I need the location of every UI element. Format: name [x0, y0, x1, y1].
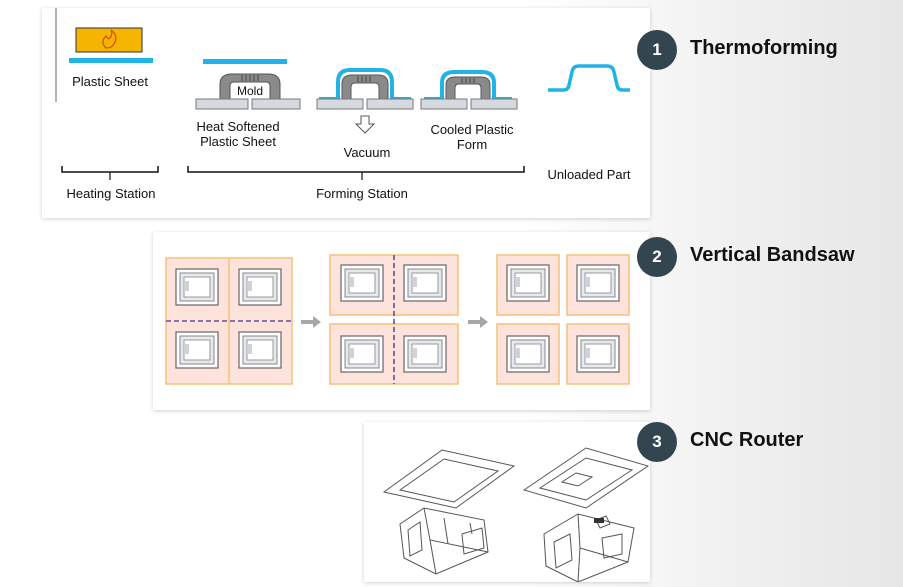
step-1-title: Thermoforming [690, 37, 838, 59]
half-cut-sheet [329, 254, 459, 385]
router-label-block [594, 518, 604, 523]
bandsaw-diagram [165, 254, 630, 385]
arrow-right-icon [468, 316, 488, 328]
cooled-form-icon [420, 70, 518, 110]
step-2-title: Vertical Bandsaw [690, 244, 855, 266]
cooled-plastic-label-2: Form [457, 137, 487, 152]
plastic-sheet-icon [69, 58, 153, 63]
step-2-badge: 2 [637, 237, 677, 277]
vacuum-label: Vacuum [344, 145, 391, 160]
cnc-router-panel [364, 422, 650, 583]
unloaded-part-label: Unloaded Part [547, 167, 630, 182]
thermoforming-diagram: Plastic Sheet Mold Heat Softened Plastic… [55, 8, 631, 201]
heat-softened-label-2: Plastic Sheet [200, 134, 276, 149]
step-3-badge: 3 [637, 422, 677, 462]
forming-station-bracket [187, 166, 525, 180]
heating-station-bracket [61, 166, 159, 180]
thermoforming-panel: Plastic Sheet Mold Heat Softened Plastic… [42, 8, 650, 218]
cooled-plastic-label-1: Cooled Plastic [430, 122, 514, 137]
bandsaw-panel [153, 232, 650, 410]
unloaded-part-icon [548, 64, 630, 92]
uncut-sheet [165, 257, 293, 385]
softened-sheet-icon [203, 59, 287, 64]
vacuum-mold-icon [316, 68, 414, 110]
separated-parts [496, 254, 630, 385]
step-3-title: CNC Router [690, 429, 804, 451]
step-1-badge: 1 [637, 30, 677, 70]
cnc-router-sketch [382, 447, 650, 583]
plastic-sheet-label: Plastic Sheet [72, 74, 148, 89]
heating-station-label: Heating Station [67, 186, 156, 201]
mold-label: Mold [237, 84, 263, 98]
arrow-right-icon [301, 316, 321, 328]
forming-station-label: Forming Station [316, 186, 408, 201]
vacuum-arrow-icon [354, 115, 376, 134]
heat-softened-label-1: Heat Softened [196, 119, 279, 134]
heater-icon [75, 27, 143, 53]
